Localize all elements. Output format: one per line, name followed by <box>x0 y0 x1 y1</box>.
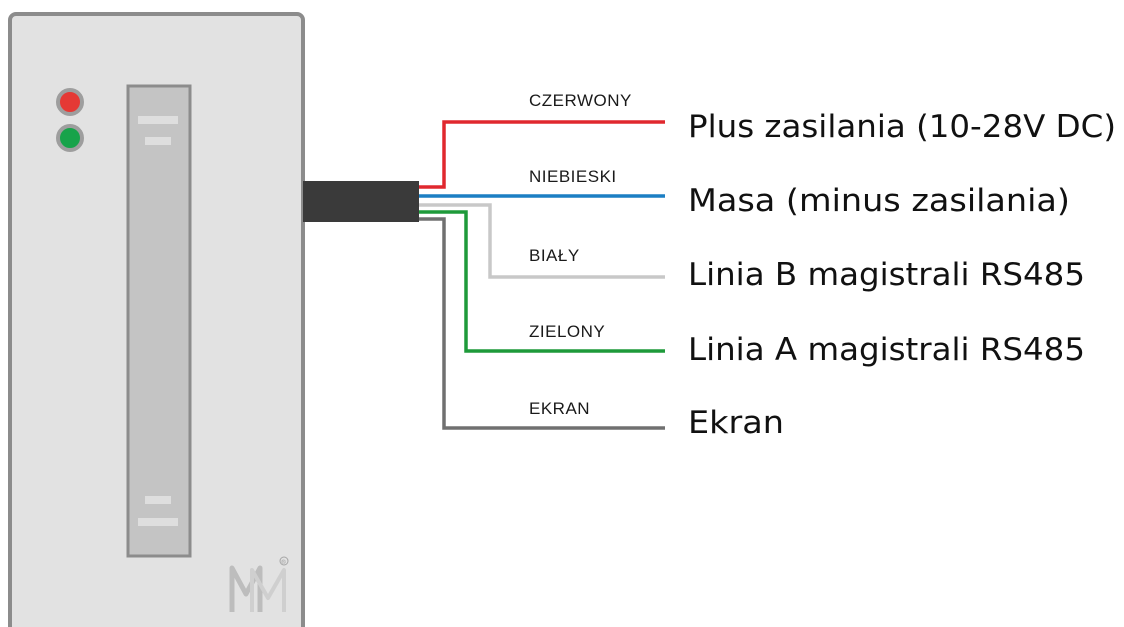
wire-desc-ekran: Ekran <box>688 405 784 441</box>
wire-desc-bialy: Linia B magistrali RS485 <box>688 257 1085 293</box>
wire-desc-niebieski: Masa (minus zasilania) <box>688 183 1070 219</box>
wire-label-bialy: BIAŁY <box>529 246 580 265</box>
wires-layer <box>418 120 665 430</box>
reader-device: ® <box>8 12 305 627</box>
card-slot <box>126 84 192 558</box>
slot-bar-top-2 <box>145 137 171 145</box>
wire-label-czerwony: CZERWONY <box>529 91 632 110</box>
wire-desc-czerwony: Plus zasilania (10-28V DC) <box>688 109 1116 145</box>
slot-bar-top-1 <box>138 116 178 124</box>
logo-registered-mark: ® <box>281 559 287 566</box>
mm-logo-icon: ® <box>229 556 289 612</box>
cable-sheath <box>303 181 419 222</box>
slot-bar-bottom-1 <box>145 496 171 504</box>
wire-label-zielony: ZIELONY <box>529 322 605 341</box>
slot-bar-bottom-2 <box>138 518 178 526</box>
red-led <box>56 88 84 116</box>
wire-desc-zielony: Linia A magistrali RS485 <box>688 332 1085 368</box>
wire-label-niebieski: NIEBIESKI <box>529 167 617 186</box>
wire-zielony <box>418 210 665 353</box>
green-led <box>56 124 84 152</box>
wire-bialy <box>418 203 665 279</box>
wire-ekran <box>418 217 665 430</box>
wire-label-ekran: EKRAN <box>529 399 590 418</box>
wire-czerwony <box>418 120 665 189</box>
